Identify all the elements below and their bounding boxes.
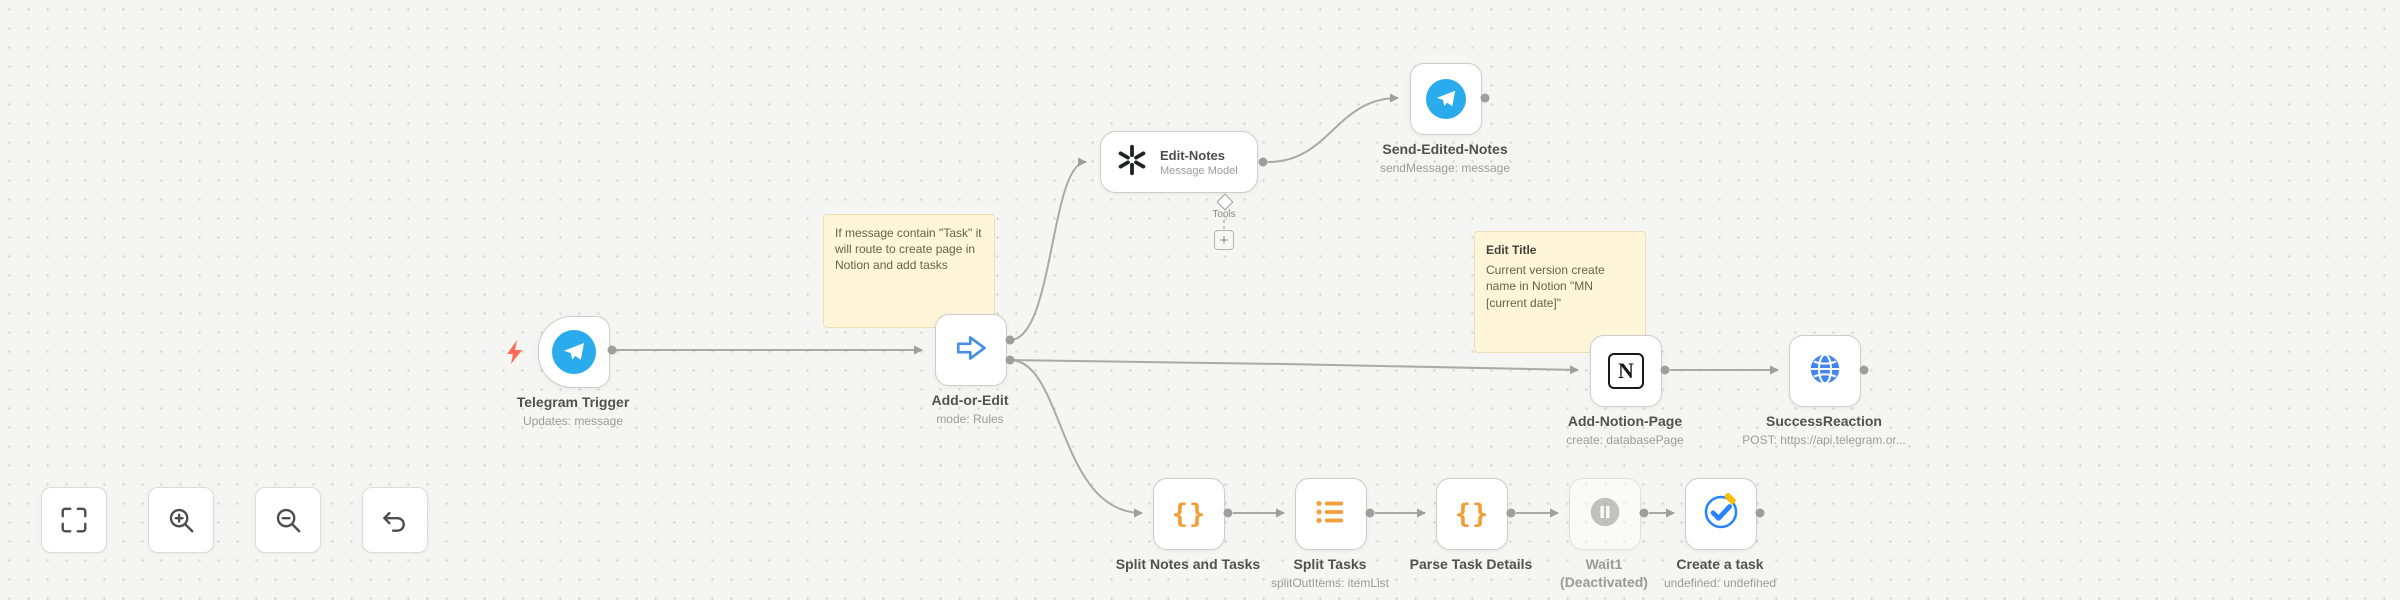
node-parse-task-details[interactable]: {}	[1436, 478, 1508, 550]
node-label: Create a task undefined: undefined	[1663, 556, 1777, 590]
pause-icon	[1587, 494, 1623, 535]
zoom-in-button[interactable]	[148, 487, 214, 553]
notion-icon: N	[1608, 353, 1644, 389]
globe-icon	[1806, 350, 1844, 393]
sticky-note[interactable]: Edit Title Current version create name i…	[1474, 231, 1646, 353]
sticky-note-title: Edit Title	[1486, 243, 1537, 257]
telegram-icon	[1426, 79, 1466, 119]
node-send-edited-notes[interactable]	[1410, 63, 1482, 135]
trigger-lightning-icon	[507, 340, 522, 364]
fit-view-icon	[61, 507, 87, 533]
telegram-icon	[552, 330, 596, 374]
node-create-a-task[interactable]	[1685, 478, 1757, 550]
sticky-note-body: If message contain "Task" it will route …	[835, 226, 982, 273]
node-split-tasks[interactable]	[1295, 478, 1367, 550]
code-braces-icon: {}	[1171, 498, 1207, 530]
tools-port-diamond[interactable]	[1216, 193, 1234, 211]
node-telegram-trigger[interactable]	[538, 316, 610, 388]
node-label: Add-or-Edit mode: Rules	[931, 392, 1009, 426]
add-tool-button[interactable]: +	[1214, 230, 1234, 250]
zoom-in-icon	[169, 508, 194, 533]
split-list-icon	[1314, 495, 1348, 534]
node-inline-text: Edit-Notes Message Model	[1160, 147, 1238, 177]
node-success-reaction[interactable]	[1789, 335, 1861, 407]
switch-arrow-icon	[953, 330, 989, 371]
undo-button[interactable]	[362, 487, 428, 553]
node-add-or-edit[interactable]	[935, 314, 1007, 386]
openai-icon	[1115, 143, 1149, 182]
node-wait1[interactable]	[1569, 478, 1641, 550]
node-label: Telegram Trigger Updates: message	[516, 394, 630, 428]
node-add-notion-page[interactable]: N	[1590, 335, 1662, 407]
zoom-out-icon	[276, 508, 301, 533]
tools-port-label: Tools	[1212, 209, 1236, 220]
sticky-note[interactable]: If message contain "Task" it will route …	[823, 214, 995, 328]
zoom-out-button[interactable]	[255, 487, 321, 553]
undo-icon	[383, 511, 405, 532]
code-braces-icon: {}	[1454, 498, 1490, 530]
node-label: Split Tasks splitOutItems: itemList	[1270, 556, 1390, 590]
node-label: Split Notes and Tasks	[1115, 556, 1261, 572]
node-edit-notes[interactable]: Edit-Notes Message Model	[1100, 131, 1258, 193]
node-label: SuccessReaction POST: https://api.telegr…	[1742, 413, 1906, 447]
node-split-notes-and-tasks[interactable]: {}	[1153, 478, 1225, 550]
node-label: Parse Task Details	[1409, 556, 1533, 572]
node-label: Send-Edited-Notes sendMessage: message	[1379, 141, 1511, 175]
node-label: Wait1 (Deactivated)	[1560, 556, 1648, 590]
node-label: Add-Notion-Page create: databasePage	[1566, 413, 1684, 447]
google-tasks-icon	[1702, 492, 1740, 536]
sticky-note-body: Current version create name in Notion "M…	[1486, 263, 1605, 310]
fit-view-button[interactable]	[41, 487, 107, 553]
